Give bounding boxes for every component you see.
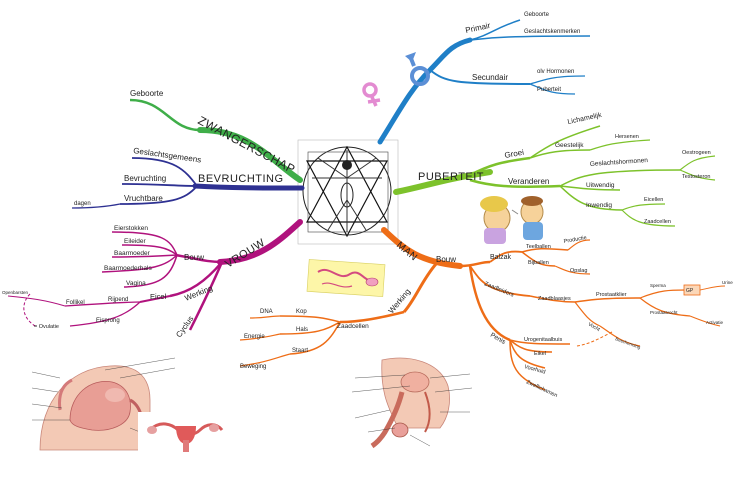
vrouw-eisprong: Eisprong [96,318,120,324]
geslacht-hormonen: olv Hormonen [537,69,574,75]
gender-symbols-image [362,52,430,107]
puberteit-testosteron: Testosteron [682,174,710,180]
vrouw-bouw: Bouw [184,253,204,262]
puberteit-groei: Groei [504,148,525,160]
man-werking: Werking [387,287,413,315]
man-prostaatklier: Prostaatklier [596,292,627,298]
bevruchting-vruchtbare: Vruchtbare [124,194,163,203]
man-eikel: Eikel [534,351,546,357]
geslacht-geboorte: Geboorte [524,12,550,18]
man-bijballen: Bijballen [528,260,549,266]
man-title: MAN [394,240,419,264]
zwangerschap-title: ZWANGERSCHAP [196,113,298,176]
vrouw-baarmoederhals: Baarmoederhals [104,265,152,272]
man-hals: Hals [296,327,308,333]
man-zaadblaasjes: Zaadblaasjes [538,296,571,302]
branch-geslacht [377,19,591,145]
male-anatomy-image [342,352,482,452]
puberteit-geestelijk: Geestelijk [555,142,584,149]
vrouw-eierstokken: Eierstokken [114,225,148,232]
branch-zwangerschap [129,98,303,183]
man-sperma: Sperma [650,283,666,288]
branch-puberteit [393,125,716,227]
gp-box [683,284,701,296]
vrouw-werking: Werking [183,284,213,303]
puberteit-oestrogeen: Oestrogeen [682,150,711,156]
puberteit-title: PUBERTEIT [418,171,484,183]
vrouw-rijpend: Rijpend [108,297,128,303]
kids-cartoon-image [480,196,544,244]
bevruchting-bevruchting: Bevruchting [124,174,166,183]
man-vocht: Vocht [587,322,601,334]
vrouw-baarmoeder: Baarmoeder [114,250,151,257]
man-zaadleiders: Zaadleiders [483,281,514,298]
man-urine: Urine [722,280,733,285]
man-bouw: Bouw [436,255,456,264]
puberteit-zaadcellen: Zaadcellen [644,219,671,225]
man-voorhuid: Voorhuid [523,364,546,375]
man-gp: GP [686,288,694,294]
sperm-image [306,259,386,297]
vrouw-follikel: Follikel [66,300,85,306]
man-teelballen: Teelballen [526,244,551,250]
man-productie: Productie [563,235,587,245]
man-penis: Penis [489,332,507,347]
geslacht-primair: Primair [465,21,492,35]
puberteit-hersenen: Hersenen [615,134,639,140]
puberteit-eicellen: Eicellen [644,197,663,203]
man-staart: Staart [292,348,308,354]
man-zwellichamen: Zwellichamen [525,379,558,399]
female-anatomy-image [28,357,224,454]
branch-man [239,227,726,391]
man-balzak: Balzak [490,254,512,261]
puberteit-lichamelijk: Lichamelijk [567,112,603,126]
man-opslag: Opslag [570,268,587,274]
bevruchting-title: BEVRUCHTING [198,173,284,185]
man-dna: DNA [260,309,273,315]
man-beweging: Beweging [240,364,266,370]
geslacht-secundair: Secundair [472,73,508,82]
vrouw-eicel: Eicel [150,292,167,301]
branch-bevruchting [71,157,305,209]
puberteit-veranderen: Veranderen [508,177,549,186]
vrouw-eileider: Eileider [124,238,147,245]
man-urogenitaalbuis: Urogenitaalbuis [524,337,562,343]
geslacht-geslachtskenmerken: Geslachtskenmerken [524,29,580,35]
man-zaadcellen: Zaadcellen [337,323,369,330]
man-prostaatvocht: Prostaatvocht [650,310,678,315]
puberteit-geslachtshormonen: Geslachtshormonen [590,157,649,168]
bevruchting-dagen: dagen [74,201,91,207]
vrouw-openbarsten: Openbarsten [2,290,29,295]
vrouw-vagina: Vagina [126,280,146,287]
man-activatie: Activatie [706,320,724,325]
man-bescherming: Bescherming [615,336,642,350]
geslacht-puberteit: Puberteit [537,87,561,93]
puberteit-inwendig: Inwendig [586,202,612,209]
man-energie: Energie [244,334,265,340]
vrouw-ovulatie: = Ovulatie [34,324,59,330]
puberteit-uitwendig: Uitwendig [586,182,615,189]
zwangerschap-geboorte: Geboorte [130,89,164,98]
branch-vrouw [7,219,303,331]
central-image-vitruvian [297,139,399,245]
man-kop: Kop [296,309,307,315]
